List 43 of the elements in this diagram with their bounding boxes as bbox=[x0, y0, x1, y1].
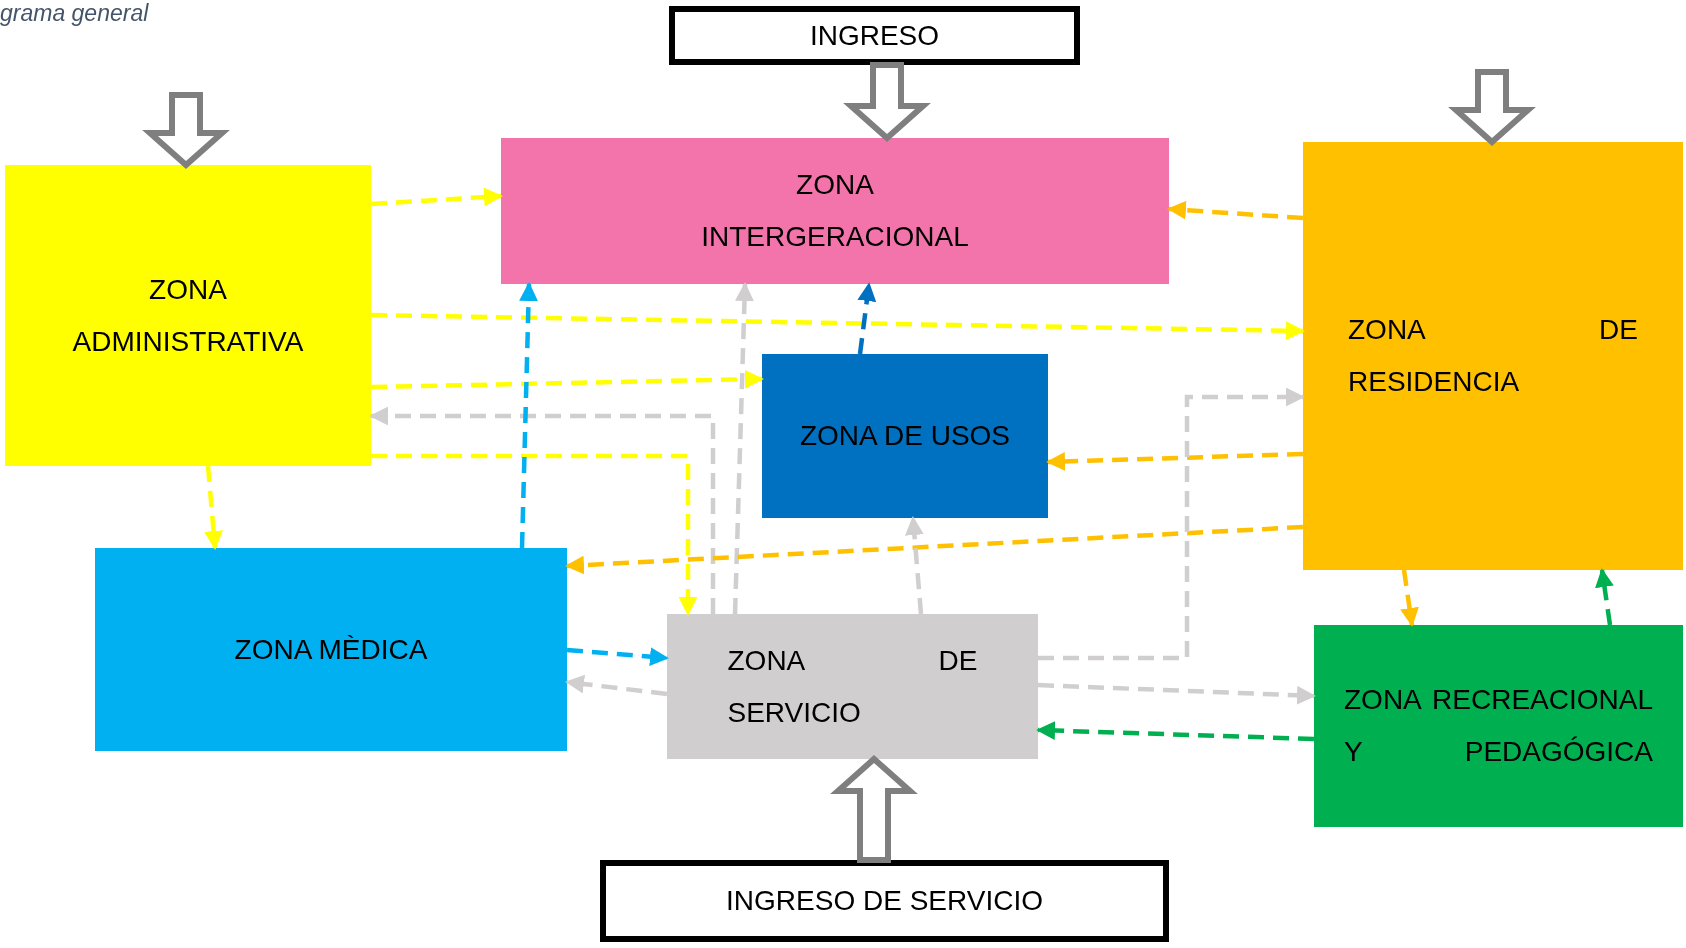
zone-box bbox=[501, 138, 1169, 284]
dashed-arrow bbox=[204, 465, 223, 550]
dashed-arrow bbox=[369, 406, 716, 614]
dashed-arrow bbox=[857, 282, 877, 355]
zone-box bbox=[762, 354, 1048, 518]
dashed-arrow bbox=[519, 282, 538, 549]
block-arrow bbox=[830, 755, 918, 863]
caption-text: grama general bbox=[0, 0, 149, 27]
dashed-arrow bbox=[905, 516, 924, 615]
dashed-arrow bbox=[566, 647, 669, 667]
dashed-arrow bbox=[1036, 721, 1315, 742]
dashed-arrow bbox=[1167, 200, 1304, 221]
dashed-arrow bbox=[1038, 387, 1305, 661]
dashed-arrow bbox=[371, 453, 698, 616]
block-arrow bbox=[843, 62, 931, 142]
zone-label: INGRESO DE SERVICIO bbox=[726, 884, 1043, 919]
zone-label: INGRESO bbox=[809, 18, 940, 53]
zone-label: ZONA ADMINISTRATIVA bbox=[71, 272, 305, 359]
zone-label: ZONA DE USOS bbox=[799, 419, 1010, 454]
zone-box bbox=[1303, 142, 1683, 570]
zone-box bbox=[5, 165, 371, 466]
dashed-arrow bbox=[1037, 682, 1316, 705]
dashed-arrow bbox=[565, 674, 668, 697]
entry-box bbox=[669, 6, 1080, 65]
dashed-arrow bbox=[1595, 568, 1614, 626]
zone-label: ZONA INTERGERACIONAL bbox=[700, 168, 970, 254]
zone-label: ZONA DE SERVICIO bbox=[727, 643, 978, 730]
dashed-arrow bbox=[732, 282, 754, 615]
entry-box bbox=[600, 860, 1169, 942]
dashed-arrow bbox=[565, 524, 1304, 575]
zone-box bbox=[95, 548, 567, 751]
block-arrow bbox=[1448, 69, 1536, 146]
zone-label: ZONA MÈDICA bbox=[234, 632, 428, 667]
dashed-arrow bbox=[370, 187, 503, 207]
dashed-arrow bbox=[370, 312, 1305, 341]
zone-label: ZONA RECREACIONAL Y PEDAGÓGICA bbox=[1344, 683, 1653, 769]
dashed-arrow bbox=[370, 369, 764, 390]
zone-box bbox=[1314, 625, 1683, 827]
dashed-arrow bbox=[1400, 569, 1419, 627]
block-arrow bbox=[142, 92, 230, 169]
zone-box bbox=[667, 614, 1038, 759]
dashed-arrow bbox=[1046, 451, 1304, 471]
zone-label: ZONA DE RESIDENCIA bbox=[1348, 313, 1638, 399]
